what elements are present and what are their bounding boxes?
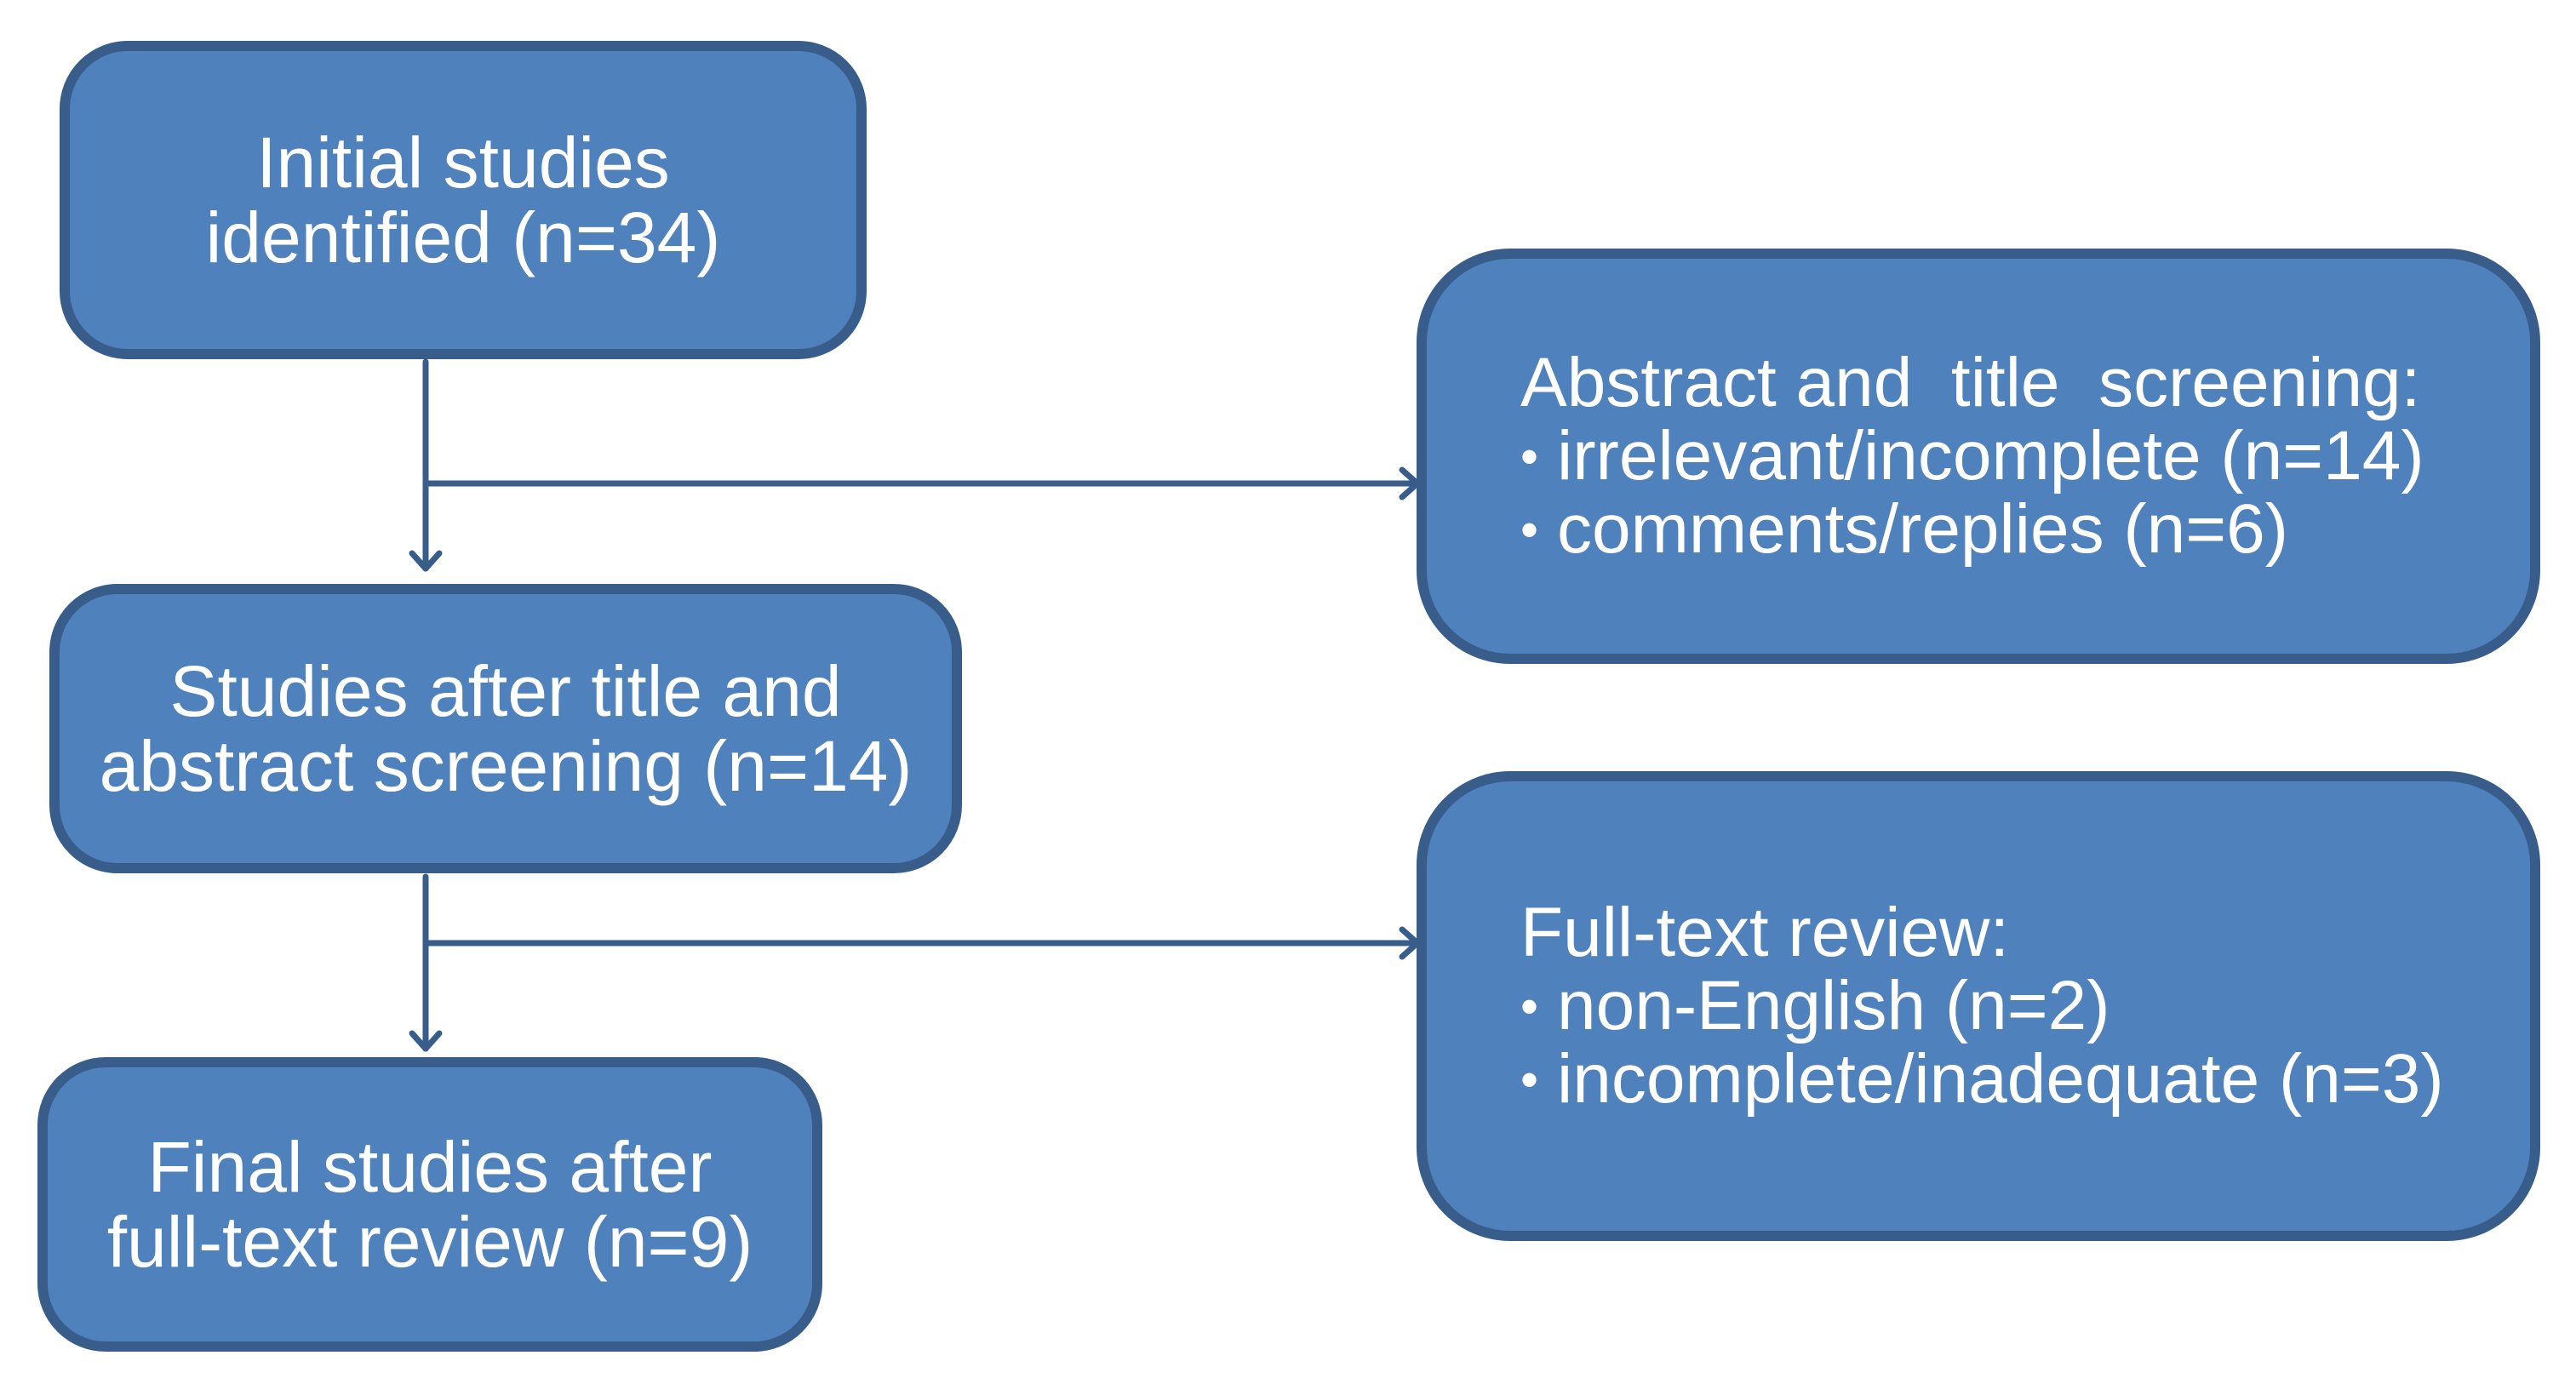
fulltext-exclusion-item: • incomplete/inadequate (n=3) <box>1520 1043 2444 1116</box>
fulltext-exclusion-label: non-English (n=2) <box>1557 967 2110 1044</box>
bullet-icon: • <box>1520 978 1539 1035</box>
box-initial-studies: Initial studies identified (n=34) <box>60 41 867 359</box>
box-screening-exclusions: Abstract and title screening: • irreleva… <box>1417 249 2540 664</box>
fulltext-exclusions-heading: Full-text review: <box>1520 894 2010 971</box>
screening-exclusion-label: irrelevant/incomplete (n=14) <box>1557 417 2424 495</box>
screening-exclusion-item: • irrelevant/incomplete (n=14) <box>1520 420 2424 493</box>
bullet-icon: • <box>1520 1051 1539 1108</box>
final-studies-line-1: Final studies after <box>147 1127 713 1207</box>
final-studies-line-2: full-text review (n=9) <box>106 1202 753 1282</box>
after-screening-line-1: Studies after title and <box>169 651 842 731</box>
bullet-icon: • <box>1520 428 1539 485</box>
box-final-studies: Final studies after full-text review (n=… <box>37 1057 822 1352</box>
box-studies-after-screening: Studies after title and abstract screeni… <box>49 584 962 873</box>
bullet-icon: • <box>1520 501 1539 558</box>
arrowhead-screened <box>409 550 443 572</box>
screening-exclusion-item: • comments/replies (n=6) <box>1520 493 2288 566</box>
screening-exclusion-label: comments/replies (n=6) <box>1557 490 2289 568</box>
fulltext-exclusion-item: • non-English (n=2) <box>1520 969 2110 1043</box>
after-screening-line-2: abstract screening (n=14) <box>99 726 913 806</box>
initial-studies-line-1: Initial studies <box>256 123 670 203</box>
box-fulltext-exclusions: Full-text review: • non-English (n=2) • … <box>1417 771 2540 1241</box>
fulltext-exclusion-label: incomplete/inadequate (n=3) <box>1557 1040 2444 1118</box>
arrowhead-final <box>409 1030 443 1052</box>
initial-studies-line-2: identified (n=34) <box>205 197 721 277</box>
screening-exclusions-heading: Abstract and title screening: <box>1520 344 2421 421</box>
